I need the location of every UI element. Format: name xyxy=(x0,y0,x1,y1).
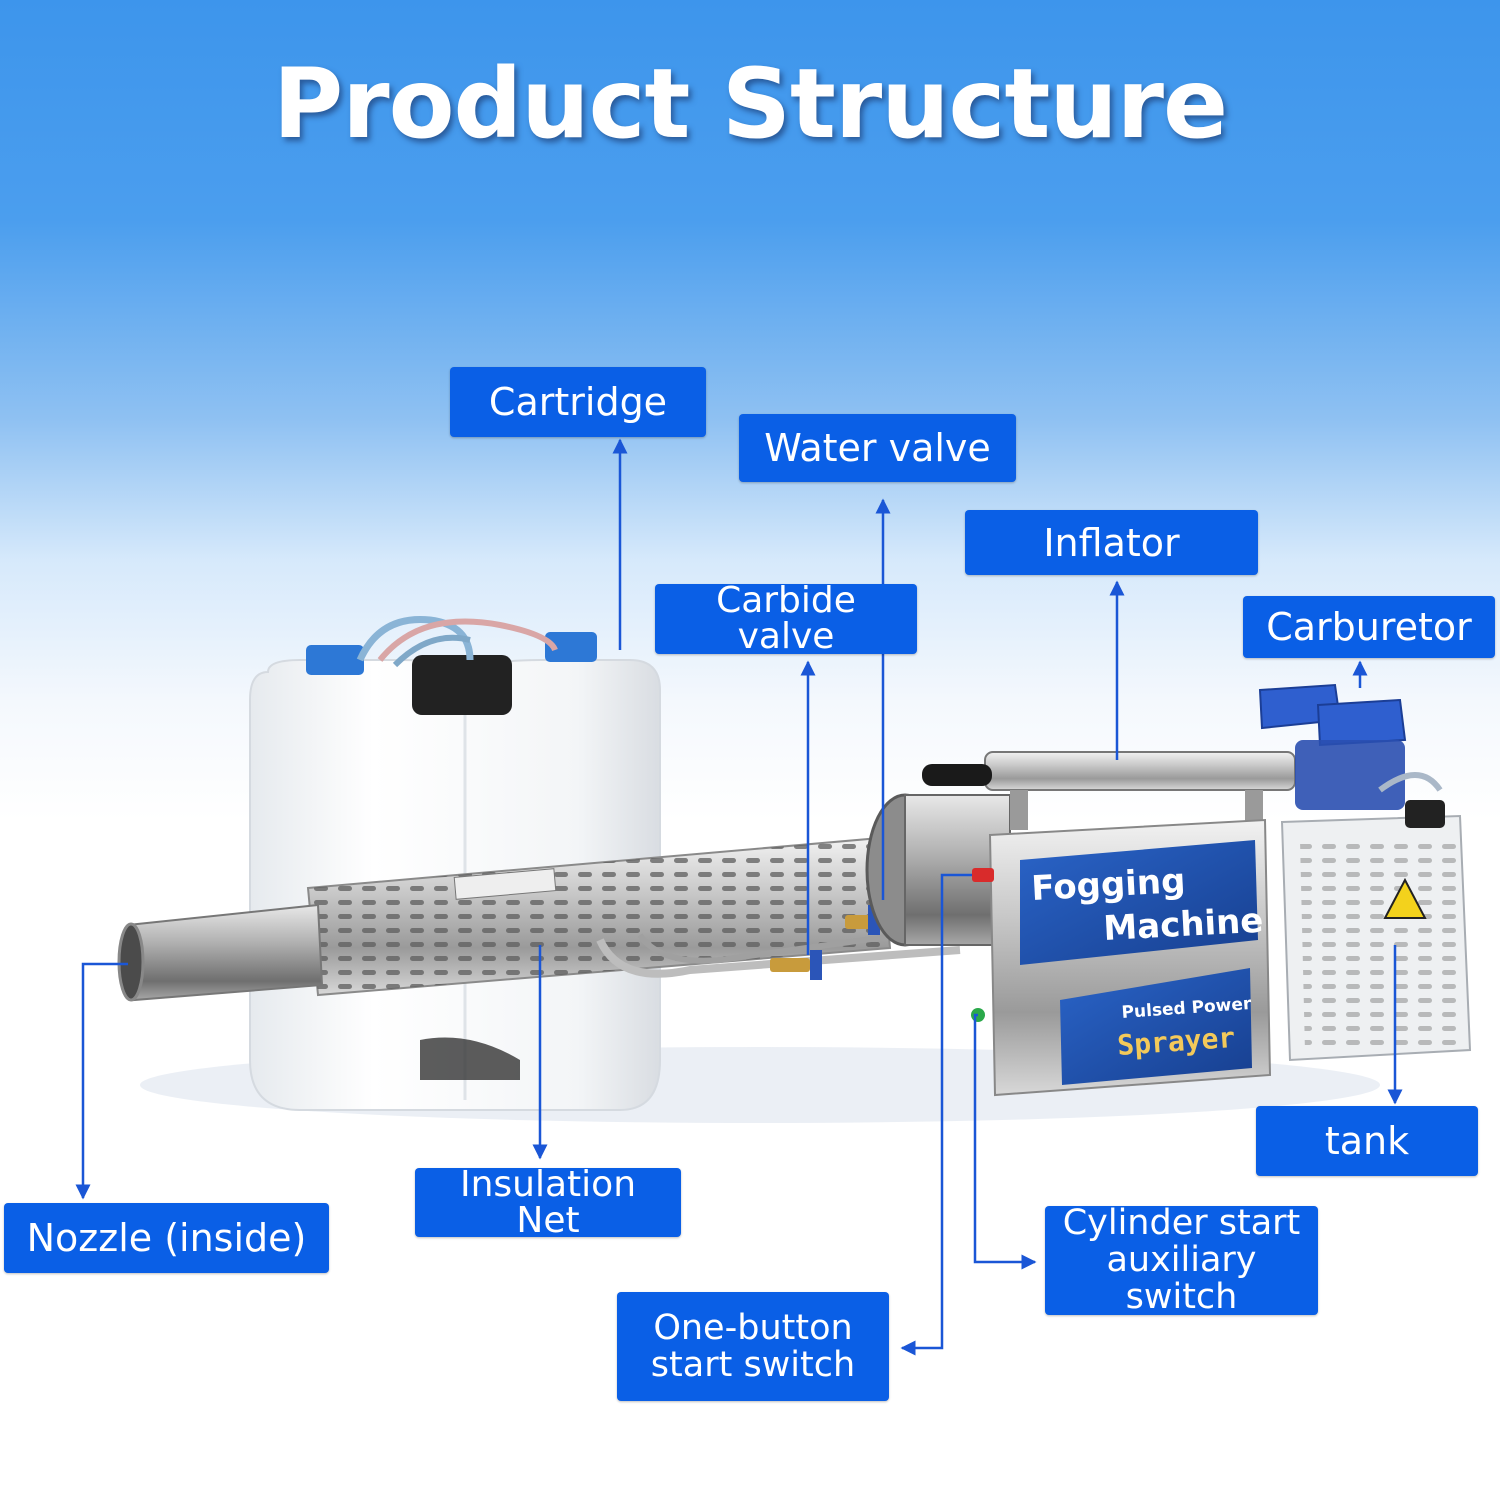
panel-text-machine: Machine xyxy=(1102,901,1264,949)
label-carbide-valve: Carbide valve xyxy=(655,583,917,655)
label-cartridge: Cartridge xyxy=(450,367,706,437)
one-button-switch-knob xyxy=(972,868,994,882)
page-title: Product Structure xyxy=(272,48,1228,160)
cylinder-switch-knob xyxy=(971,1008,985,1022)
label-tank: tank xyxy=(1256,1106,1478,1176)
label-nozzle: Nozzle (inside) xyxy=(4,1203,329,1273)
label-one-button-switch: One-button start switch xyxy=(617,1292,889,1401)
carburetor-assembly xyxy=(1258,683,1443,810)
label-carburetor: Carburetor xyxy=(1243,596,1495,658)
label-insulation-net: Insulation Net xyxy=(415,1166,681,1238)
machine-body: Fogging Machine Pulsed Power Sprayer xyxy=(971,818,1272,1097)
label-cylinder-switch-line1: Cylinder start xyxy=(1062,1203,1301,1243)
label-cylinder-switch-line2: auxiliary switch xyxy=(1106,1240,1257,1317)
warning-icon xyxy=(1383,877,1427,919)
label-water-valve: Water valve xyxy=(739,414,1016,482)
label-inflator: Inflator xyxy=(965,510,1258,575)
nozzle-pipe xyxy=(117,903,324,1002)
panel-text-sprayer: Sprayer xyxy=(1116,1021,1236,1062)
label-one-button-line1: One-button xyxy=(653,1307,853,1348)
label-cylinder-switch: Cylinder start auxiliary switch xyxy=(1045,1203,1318,1317)
fuel-tank xyxy=(1280,800,1472,1062)
label-one-button-line2: start switch xyxy=(650,1344,856,1385)
panel-text-fogging: Fogging xyxy=(1030,861,1186,909)
